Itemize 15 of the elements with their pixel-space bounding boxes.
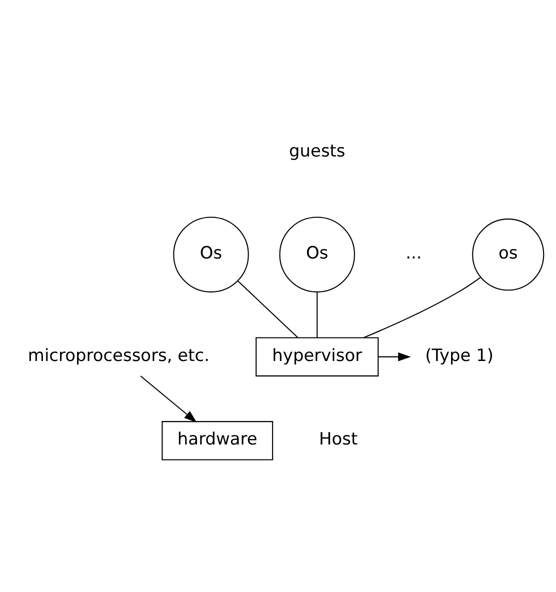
label: ...: [406, 243, 422, 264]
node-circle: Os: [279, 216, 356, 292]
node-text: (Type 1): [425, 345, 494, 366]
node-box: hypervisor: [256, 336, 379, 376]
arrow: [140, 375, 197, 422]
label: guests: [288, 140, 346, 161]
connector: [237, 280, 298, 338]
node-circle: os: [472, 218, 544, 290]
node-box: hardware: [162, 420, 274, 460]
connector: [364, 276, 482, 338]
node-text: microprocessors, etc.: [28, 345, 210, 366]
node-circle: Os: [173, 216, 249, 292]
connector: [316, 292, 318, 338]
node-label: Host: [319, 429, 358, 450]
arrow: [378, 352, 411, 361]
